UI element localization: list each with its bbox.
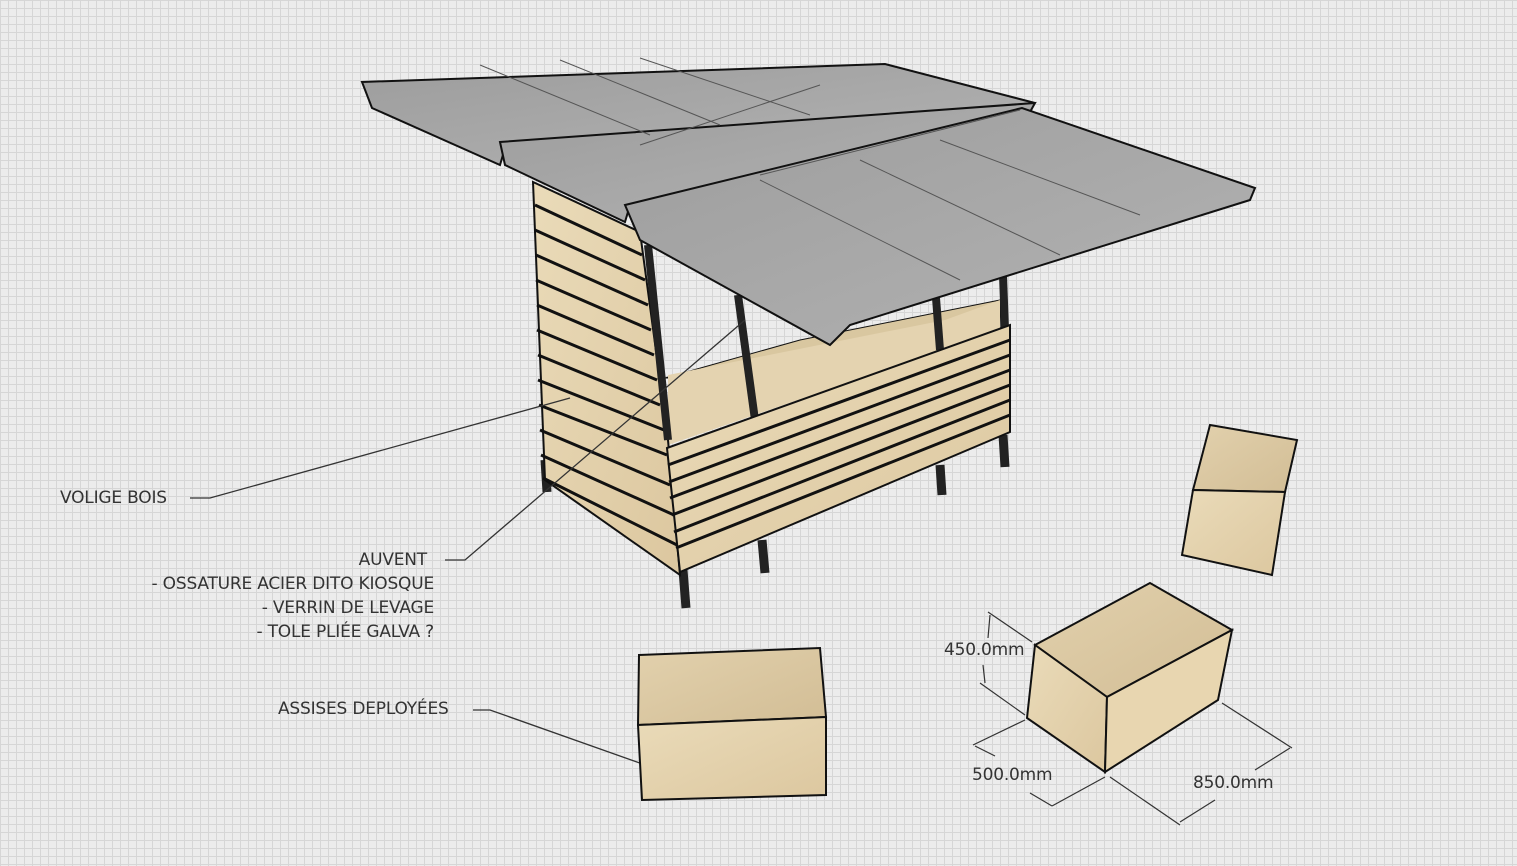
dimension-lines bbox=[972, 611, 1293, 826]
steel-posts bbox=[644, 244, 1009, 441]
dimension-length: 850.0mm bbox=[1193, 773, 1274, 793]
roof-panel-front bbox=[623, 106, 1257, 347]
label-assises-deployees: ASSISES DEPLOYÉES bbox=[278, 699, 449, 719]
label-auvent: AUVENT bbox=[358, 550, 428, 570]
front-slatted-wall bbox=[665, 323, 1011, 574]
dimension-depth: 500.0mm bbox=[972, 765, 1053, 785]
stool-dimensioned bbox=[1025, 581, 1235, 774]
steel-legs bbox=[540, 434, 1010, 609]
label-auvent-line-1: - OSSATURE ACIER DITO KIOSQUE bbox=[151, 574, 435, 594]
label-auvent-line-3: - TOLE PLIÉE GALVA ? bbox=[256, 622, 434, 642]
roof-awning bbox=[360, 57, 1257, 347]
label-auvent-line-2: - VERRIN DE LEVAGE bbox=[261, 598, 435, 618]
dimension-height: 450.0mm bbox=[944, 640, 1025, 660]
label-volige-bois: VOLIGE BOIS bbox=[60, 488, 167, 508]
stool-front bbox=[636, 646, 828, 802]
stool-right bbox=[1180, 423, 1299, 577]
